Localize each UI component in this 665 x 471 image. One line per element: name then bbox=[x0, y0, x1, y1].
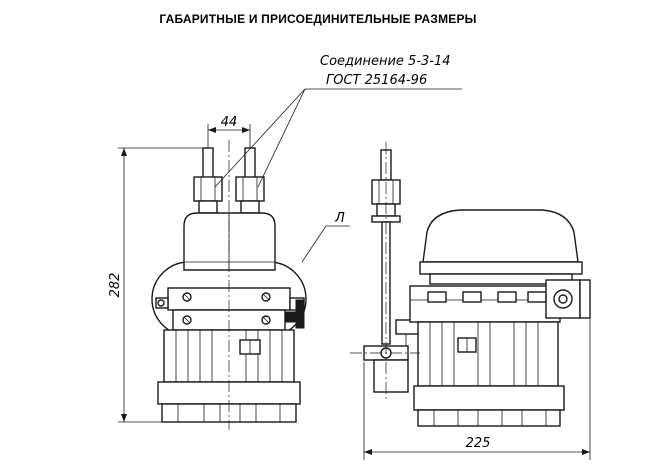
dimension-spacing: 44 bbox=[207, 115, 251, 148]
view-label-callout: Л bbox=[301, 211, 350, 263]
dimension-spacing-label: 44 bbox=[221, 115, 238, 130]
dimension-height-label: 282 bbox=[108, 273, 123, 298]
front-view bbox=[151, 140, 307, 430]
view-label: Л bbox=[334, 211, 345, 226]
dimension-width-label: 225 bbox=[466, 436, 491, 451]
dimension-height: 282 bbox=[108, 147, 203, 423]
side-view bbox=[350, 142, 591, 427]
drawing-title: ГАБАРИТНЫЕ И ПРИСОЕДИНИТЕЛЬНЫЕ РАЗМЕРЫ bbox=[159, 12, 476, 26]
connection-callout: Соединение 5-3-14 ГОСТ 25164-96 bbox=[214, 54, 462, 188]
callout-line-2: ГОСТ 25164-96 bbox=[326, 73, 427, 88]
callout-line-1: Соединение 5-3-14 bbox=[320, 54, 451, 69]
dimension-width: 225 bbox=[363, 318, 591, 460]
